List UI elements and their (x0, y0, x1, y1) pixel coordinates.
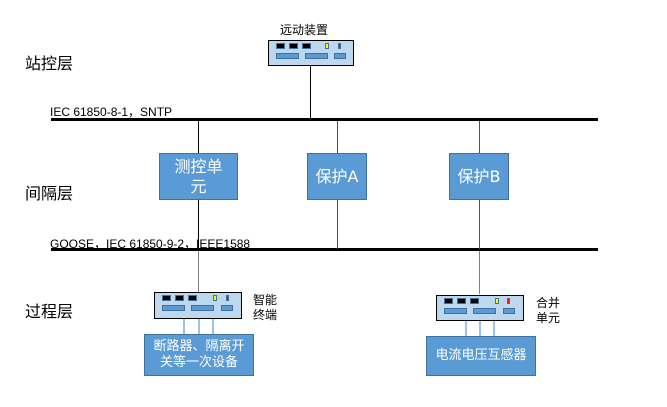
smart-terminal-label-line1: 智能 (253, 293, 278, 307)
measure-control-unit[interactable]: 测控单 元 (159, 153, 238, 200)
protection-b-label: 保护B (457, 166, 501, 186)
slot-icon (276, 53, 299, 59)
prot-b-downlink (479, 200, 480, 249)
process-bus (51, 248, 598, 251)
switchgear-label-line2: 关等一次设备 (159, 355, 238, 370)
led-yellow-icon (213, 295, 217, 301)
led-red-icon (507, 298, 510, 304)
port-icon (302, 43, 311, 49)
prot-a-downlink (337, 200, 338, 249)
port-icon (162, 295, 171, 301)
merging-unit-device[interactable] (436, 295, 524, 321)
prot-b-uplink (479, 121, 480, 153)
port-icon (470, 298, 479, 304)
smart-terminal-uplink (198, 251, 199, 294)
st-link-2 (198, 319, 200, 334)
station-bus (51, 118, 598, 121)
slot-icon (503, 308, 515, 314)
layer-label-station: 站控层 (25, 54, 74, 73)
led-yellow-icon (325, 43, 329, 49)
mu-link-3 (493, 321, 495, 336)
slot-icon (305, 53, 328, 59)
port-icon (457, 298, 466, 304)
slot-icon (334, 53, 346, 59)
mu-link-2 (479, 321, 481, 336)
st-link-3 (212, 319, 214, 334)
port-icon (289, 43, 298, 49)
mcu-label-line2: 元 (190, 176, 207, 196)
layer-label-process: 过程层 (25, 302, 74, 321)
merging-unit-label-line1: 合并 (536, 296, 561, 310)
port-icon (444, 298, 453, 304)
telecontrol-link (310, 66, 311, 119)
mcu-label-line1: 测控单 (174, 156, 223, 176)
prot-a-uplink (337, 121, 338, 153)
smart-terminal-device[interactable] (154, 292, 242, 319)
switchgear-label-line1: 断路器、隔离开 (153, 339, 245, 354)
mcu-uplink (198, 121, 199, 153)
led-red-icon (226, 295, 229, 301)
smart-terminal-label: 智能 终端 (253, 293, 277, 323)
slot-icon (191, 305, 214, 311)
switchgear-primary-equipment[interactable]: 断路器、隔离开 关等一次设备 (144, 334, 254, 376)
led-yellow-icon (495, 298, 499, 304)
st-link-1 (183, 319, 185, 334)
mu-link-1 (465, 321, 467, 336)
merging-unit-label: 合并 单元 (536, 296, 560, 326)
port-icon (175, 295, 184, 301)
smart-terminal-label-line2: 终端 (253, 308, 278, 322)
merging-unit-label-line2: 单元 (536, 311, 561, 325)
slot-icon (162, 305, 185, 311)
protection-b[interactable]: 保护B (449, 153, 509, 200)
protection-a[interactable]: 保护A (307, 153, 367, 200)
station-bus-protocol: IEC 61850-8-1，SNTP (50, 105, 173, 119)
telecontrol-device[interactable] (268, 40, 354, 66)
merging-unit-uplink (479, 251, 480, 294)
slot-icon (221, 305, 233, 311)
port-icon (188, 295, 197, 301)
slot-icon (473, 308, 496, 314)
mcu-downlink (198, 200, 199, 249)
layer-label-bay: 间隔层 (25, 184, 74, 203)
port-icon (276, 43, 285, 49)
transformer-label: 电流电压互感器 (435, 348, 527, 363)
current-voltage-transformer[interactable]: 电流电压互感器 (426, 336, 536, 376)
process-bus-protocol: GOOSE，IEC 61850-9-2，IEEE1588 (50, 237, 251, 251)
slot-icon (444, 308, 467, 314)
protection-a-label: 保护A (315, 166, 359, 186)
led-red-icon (338, 43, 341, 49)
telecontrol-label: 远动装置 (280, 23, 329, 37)
